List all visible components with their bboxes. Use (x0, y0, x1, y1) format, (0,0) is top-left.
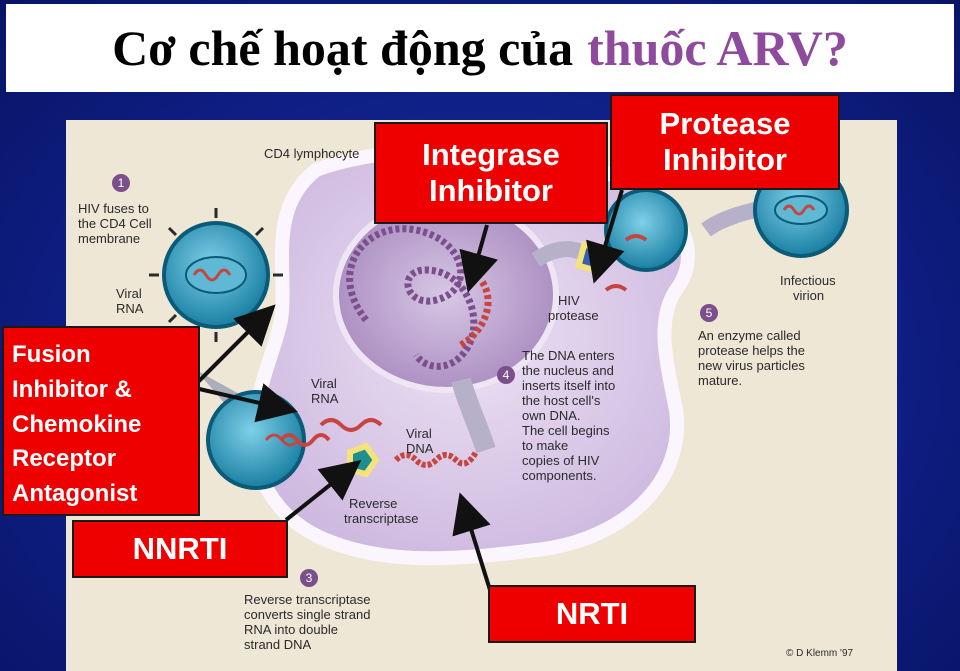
reverse-transcriptase-enzyme (347, 442, 380, 478)
fusion-inhibitor-label: Fusion Inhibitor & Chemokine Receptor An… (2, 326, 200, 516)
step4-line-4: the host cell's (522, 393, 601, 408)
step3-number: 3 (306, 571, 313, 585)
fusion-label-line-2: Inhibitor & (12, 375, 132, 403)
step1-line-2: the CD4 Cell (78, 216, 152, 231)
hiv-virus-entering (206, 390, 306, 490)
fusion-label-line-3: Chemokine (12, 410, 142, 438)
step5-line-3: new virus particles (698, 358, 805, 373)
viral-rna-inner-line-2: RNA (311, 391, 339, 406)
step3-line-4: strand DNA (244, 637, 312, 652)
protease-enzyme (574, 240, 610, 276)
step1-line-3: membrane (78, 231, 140, 246)
step3-line-3: RNA into double (244, 622, 338, 637)
step5-line-2: protease helps the (698, 343, 805, 358)
step3-line-1: Reverse transcriptase (244, 592, 370, 607)
protease-inhibitor-label: Protease Inhibitor (610, 94, 840, 190)
fusion-label-line-4: Receptor (12, 445, 117, 473)
fusion-label-line-5: Antagonist (12, 480, 138, 508)
viral-rna-left-line-2: RNA (116, 301, 144, 316)
step5-number: 5 (706, 306, 713, 320)
step1-line-1: HIV fuses to (78, 201, 149, 216)
viral-rna-strand (279, 433, 331, 447)
nrti-label: NRTI (488, 585, 696, 643)
viral-dna-strand (393, 450, 479, 468)
step3-line-2: converts single strand (244, 607, 370, 622)
step5-line-1: An enzyme called (698, 328, 801, 343)
fusion-label-line-1: Fusion (12, 341, 91, 368)
step4-line-6: The cell begins (522, 423, 610, 438)
integrase-label-line-1: Integrase (422, 137, 560, 173)
integrase-inhibitor-label: Integrase Inhibitor (374, 122, 608, 224)
viral-rna-left-line-1: Viral (116, 286, 142, 301)
nnrti-label: NNRTI (72, 520, 288, 578)
step5-line-4: mature. (698, 373, 742, 388)
reverse-transcriptase-line-1: Reverse (349, 496, 397, 511)
step1-number: 1 (118, 176, 125, 190)
step4-line-8: copies of HIV (522, 453, 600, 468)
hiv-virus-fusing (149, 208, 283, 342)
infectious-virion-line-2: virion (793, 288, 824, 303)
viral-dna-line-2: DNA (406, 441, 434, 456)
infectious-virion-line-1: Infectious (780, 273, 836, 288)
hiv-protease-line-2: protease (548, 308, 599, 323)
protease-label-line-2: Inhibitor (663, 142, 787, 177)
step4-line-5: own DNA. (522, 408, 581, 423)
title-main: Cơ chế hoạt động của (112, 20, 574, 76)
credit-text: © D Klemm '97 (786, 648, 854, 659)
hiv-protease-line-1: HIV (558, 293, 580, 308)
title-accent: thuốc ARV? (587, 20, 848, 76)
hiv-virus-budding (604, 188, 688, 272)
step4-line-2: the nucleus and (522, 363, 614, 378)
step4-line-1: The DNA enters (522, 348, 615, 363)
step4-line-9: components. (522, 468, 596, 483)
host-dna (346, 225, 478, 370)
reverse-transcriptase-line-2: transcriptase (344, 511, 418, 526)
slide-title: Cơ chế hoạt động của thuốc ARV? (6, 4, 954, 92)
viral-dna-line-1: Viral (406, 426, 432, 441)
step4-line-3: inserts itself into (522, 378, 615, 393)
step4-number: 4 (503, 368, 510, 382)
integrase-label-line-2: Inhibitor (429, 173, 553, 208)
protease-label-line-1: Protease (659, 106, 791, 142)
viral-rna-inner-line-1: Viral (311, 376, 337, 391)
cd4-lymphocyte-label: CD4 lymphocyte (264, 146, 359, 161)
step4-line-7: to make (522, 438, 568, 453)
